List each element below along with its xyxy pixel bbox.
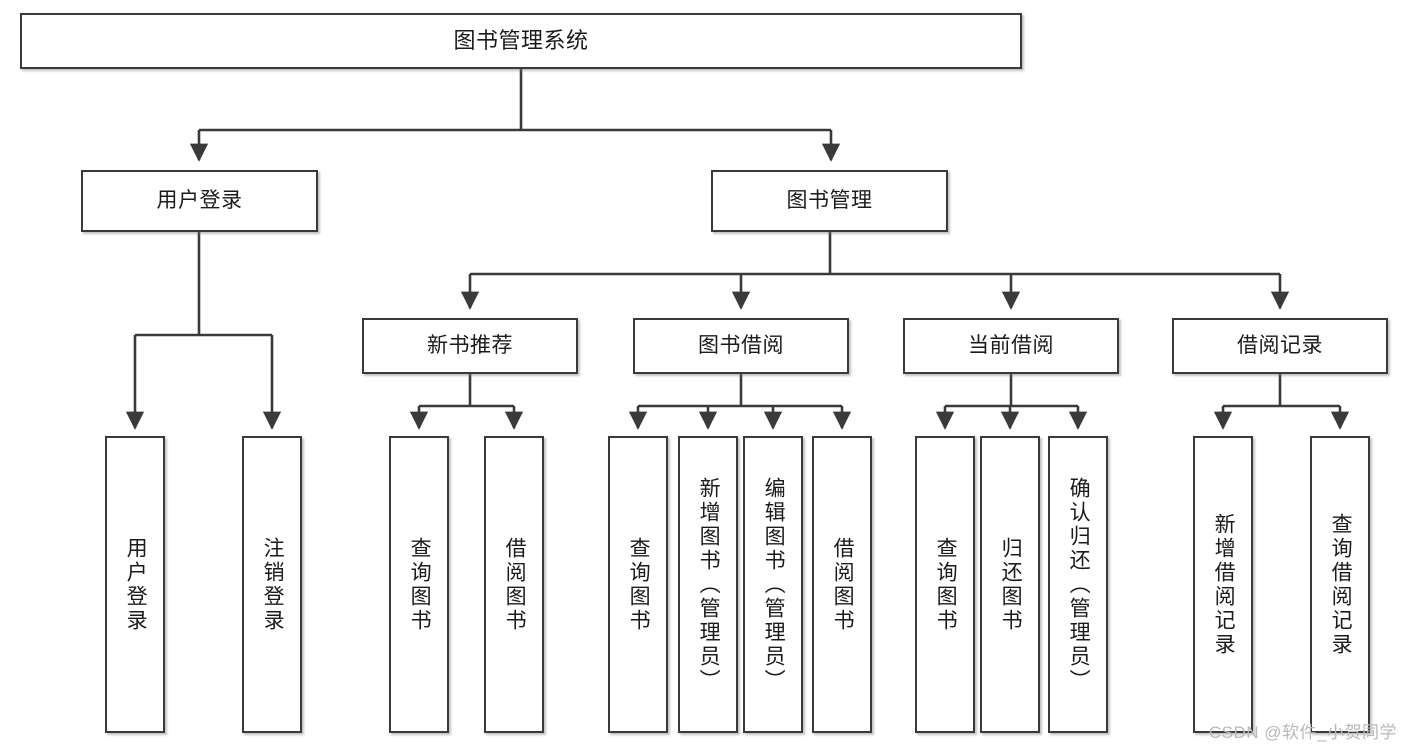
node-leaf-rec-query-book[interactable]: 查询图书 — [389, 436, 449, 733]
node-leaf-rec-add-record-label: 新增借阅记录 — [1212, 512, 1236, 657]
edge-group-book-borrow — [628, 374, 852, 430]
node-leaf-user-login[interactable]: 用户登录 — [105, 436, 165, 733]
node-leaf-cur-query-book-label: 查询图书 — [934, 536, 958, 633]
edge-group-current-borrow — [935, 374, 1088, 430]
node-root[interactable]: 图书管理系统 — [20, 13, 1022, 69]
node-user-login[interactable]: 用户登录 — [81, 170, 318, 232]
node-leaf-rec-query-book-label: 查询图书 — [408, 536, 432, 633]
node-leaf-user-logout[interactable]: 注销登录 — [242, 436, 302, 733]
node-leaf-rec-query-record[interactable]: 查询借阅记录 — [1310, 436, 1370, 733]
node-book-borrow[interactable]: 图书借阅 — [633, 318, 849, 374]
node-book-borrow-label: 图书借阅 — [698, 333, 784, 357]
node-leaf-user-logout-label: 注销登录 — [261, 536, 285, 633]
edge-group-borrow-record — [1213, 374, 1350, 430]
node-new-book-rec[interactable]: 新书推荐 — [362, 318, 578, 374]
node-book-manage[interactable]: 图书管理 — [711, 170, 948, 232]
node-leaf-borrow-borrow-book-label: 借阅图书 — [831, 536, 855, 633]
edge-group-book-manage — [460, 232, 1290, 310]
node-leaf-rec-borrow-book[interactable]: 借阅图书 — [484, 436, 544, 733]
node-leaf-borrow-add-book[interactable]: 新增图书（管理员） — [678, 436, 738, 733]
node-root-label: 图书管理系统 — [453, 28, 589, 54]
node-leaf-cur-return-book-label: 归还图书 — [999, 536, 1023, 633]
edge-group-user-login — [125, 232, 282, 430]
node-leaf-borrow-query-book[interactable]: 查询图书 — [608, 436, 668, 733]
node-book-manage-label: 图书管理 — [786, 188, 873, 212]
node-leaf-rec-borrow-book-label: 借阅图书 — [503, 536, 527, 633]
node-current-borrow-label: 当前借阅 — [968, 333, 1054, 357]
node-leaf-cur-query-book[interactable]: 查询图书 — [915, 436, 975, 733]
node-leaf-borrow-add-book-label: 新增图书（管理员） — [697, 476, 721, 693]
edge-group-new-book-rec — [409, 374, 524, 430]
node-leaf-borrow-query-book-label: 查询图书 — [627, 536, 651, 633]
node-new-book-rec-label: 新书推荐 — [427, 333, 513, 357]
node-leaf-rec-query-record-label: 查询借阅记录 — [1329, 512, 1353, 657]
node-leaf-borrow-borrow-book[interactable]: 借阅图书 — [812, 436, 872, 733]
node-borrow-record-label: 借阅记录 — [1237, 333, 1323, 357]
node-leaf-cur-confirm-return-label: 确认归还（管理员） — [1067, 476, 1091, 693]
node-leaf-borrow-edit-book[interactable]: 编辑图书（管理员） — [743, 436, 803, 733]
node-leaf-cur-confirm-return[interactable]: 确认归还（管理员） — [1048, 436, 1108, 733]
node-leaf-borrow-edit-book-label: 编辑图书（管理员） — [762, 476, 786, 693]
node-leaf-user-login-label: 用户登录 — [124, 536, 148, 633]
node-leaf-cur-return-book[interactable]: 归还图书 — [980, 436, 1040, 733]
node-user-login-label: 用户登录 — [156, 188, 243, 212]
node-current-borrow[interactable]: 当前借阅 — [903, 318, 1119, 374]
node-leaf-rec-add-record[interactable]: 新增借阅记录 — [1193, 436, 1253, 733]
node-borrow-record[interactable]: 借阅记录 — [1172, 318, 1388, 374]
edge-group-root — [189, 69, 841, 162]
